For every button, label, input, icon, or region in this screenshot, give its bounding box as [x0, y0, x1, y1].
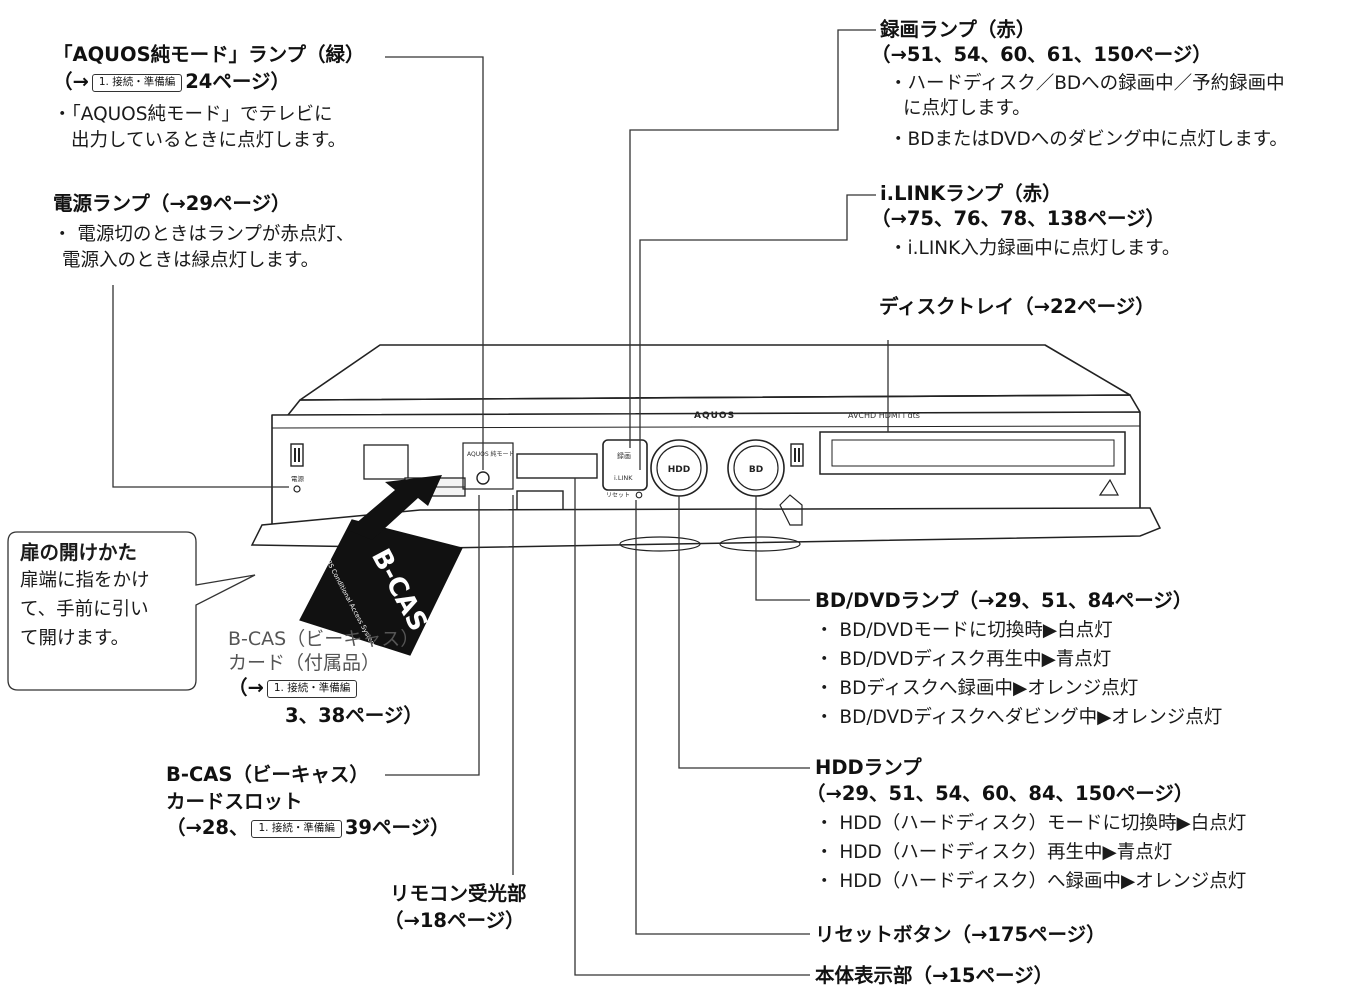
aquos-lamp-title: 「AQUOS純モード」ランプ（緑） — [53, 43, 365, 66]
eject-switch — [790, 443, 804, 467]
power-label-on-device: 電源 — [291, 474, 305, 483]
card-ref-box: 1. 接続・準備編 — [266, 680, 358, 698]
rec-ilink-panel — [602, 439, 648, 491]
door-desc-2: て、手前に引い — [20, 599, 149, 620]
card-ref-tail: 3、38ページ） — [285, 704, 423, 727]
reset-button — [635, 491, 643, 499]
slot-title-2: カードスロット — [166, 790, 303, 813]
ilink-desc-1: ・i.LINK入力録画中に点灯します。 — [889, 238, 1181, 259]
hdd-button: HDD — [650, 439, 708, 497]
ilink-lamp-title: i.LINKランプ（赤） — [880, 182, 1062, 205]
brand-logo: AQUOS — [694, 411, 735, 421]
remote-sensor — [476, 471, 490, 485]
card-line-2: カード（付属品） — [228, 652, 381, 674]
leader-rec — [629, 29, 876, 448]
leader-power — [112, 285, 289, 488]
disc-tray — [819, 431, 1126, 475]
door-bubble — [7, 531, 256, 691]
card-ref: （→1. 接続・準備編 — [228, 678, 360, 698]
bd-button: BD — [727, 439, 785, 497]
rec-lamp-title: 録画ランプ（赤） — [880, 18, 1036, 41]
leader-reset — [635, 500, 810, 935]
rec-desc-2: に点灯します。 — [903, 98, 1031, 119]
reset-button-title: リセットボタン（→175ページ） — [815, 923, 1106, 946]
power-switch — [290, 443, 304, 467]
reset-label-on-device: リセット — [606, 492, 630, 499]
hdd-desc-2: ・ HDD（ハードディスク）再生中▶青点灯 — [815, 842, 1173, 863]
bddvd-desc-4: ・ BD/DVDディスクへダビング中▶オレンジ点灯 — [815, 707, 1223, 728]
remote-sensor-title: リモコン受光部 — [390, 882, 527, 905]
aquos-label-on-device: AQUOS 純モード — [467, 450, 515, 458]
bddvd-desc-2: ・ BD/DVDディスク再生中▶青点灯 — [815, 649, 1112, 670]
ilink-lamp-ref: （→75、76、78、138ページ） — [871, 207, 1166, 230]
recorder-top-lid — [299, 344, 1131, 401]
power-lamp — [293, 485, 301, 493]
hdd-lamp-title: HDDランプ — [815, 756, 922, 779]
disc-tray-title: ディスクトレイ（→22ページ） — [879, 295, 1155, 318]
insert-arrow — [348, 475, 442, 540]
bddvd-desc-1: ・ BD/DVDモードに切換時▶白点灯 — [815, 620, 1113, 641]
bddvd-desc-3: ・ BDディスクへ録画中▶オレンジ点灯 — [815, 678, 1139, 699]
hdd-lamp-ref: （→29、51、54、60、84、150ページ） — [806, 782, 1194, 805]
leader-aquos — [385, 56, 484, 470]
bcas-card: B-CAS BS Conditional Access Systems — [299, 519, 463, 656]
leader-slot — [385, 495, 480, 776]
remote-sensor-ref: （→18ページ） — [384, 909, 525, 932]
rec-desc-3: ・BDまたはDVDへのダビング中に点灯します。 — [889, 129, 1288, 150]
slot-ref-tail: 39ページ） — [344, 816, 450, 839]
display-title: 本体表示部（→15ページ） — [815, 964, 1054, 987]
power-desc-1: ・ 電源切のときはランプが赤点灯、 — [53, 224, 355, 245]
hdd-desc-3: ・ HDD（ハードディスク）へ録画中▶オレンジ点灯 — [815, 871, 1247, 892]
leader-hdd — [678, 496, 810, 769]
bd-button-label: BD — [749, 465, 763, 475]
aquos-ref-box: 1. 接続・準備編 — [91, 74, 183, 92]
door-desc-1: 扉端に指をかけ — [20, 570, 150, 591]
aquos-desc-2: 出力しているときに点灯します。 — [71, 130, 347, 151]
card-ref-open: （→ — [228, 676, 264, 699]
card-line-1: B-CAS（ビーキャス） — [228, 628, 420, 650]
recorder-window — [363, 444, 409, 480]
hdd-desc-1: ・ HDD（ハードディスク）モードに切換時▶白点灯 — [815, 813, 1247, 834]
hdd-button-label: HDD — [668, 465, 690, 475]
slot-ref-box: 1. 接続・準備編 — [251, 820, 342, 838]
ilink-label-on-device: i.LINK — [614, 474, 633, 482]
power-lamp-title: 電源ランプ（→29ページ） — [53, 192, 291, 215]
rec-label-on-device: 録画 — [617, 451, 631, 460]
aquos-lamp-frame — [462, 442, 514, 490]
bddvd-lamp-title: BD/DVDランプ（→29、51、84ページ） — [815, 589, 1193, 612]
format-logos: AVCHD HDMI i dts — [848, 411, 920, 420]
slot-ref-open: （→28、 — [166, 816, 249, 839]
rec-lamp-ref: （→51、54、60、61、150ページ） — [871, 43, 1212, 66]
aquos-ref-open: （→ — [53, 70, 89, 93]
aquos-desc-1: ・「AQUOS純モード」でテレビに — [53, 104, 333, 125]
leader-bd — [755, 496, 810, 601]
front-display — [516, 453, 598, 479]
aquos-ref-tail: 24ページ） — [185, 70, 290, 93]
door-desc-3: て開けます。 — [20, 628, 130, 649]
leader-ilink — [639, 194, 876, 470]
leader-display — [574, 478, 810, 976]
power-desc-2: 電源入のときは緑点灯します。 — [62, 250, 320, 271]
door-title: 扉の開けかた — [20, 541, 138, 564]
rec-desc-1: ・ハードディスク／BDへの録画中／予約録画中 — [889, 73, 1285, 94]
slot-title-1: B-CAS（ビーキャス） — [166, 763, 369, 786]
